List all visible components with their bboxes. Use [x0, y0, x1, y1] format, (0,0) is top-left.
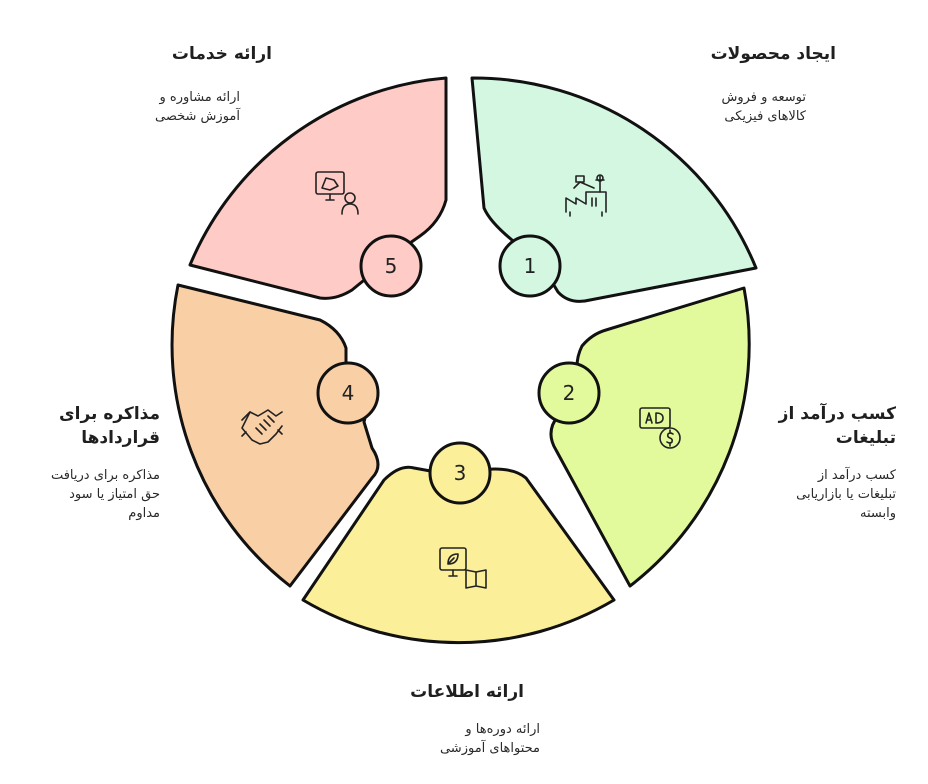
- handshake-icon: [241, 409, 283, 445]
- segment-2-description-line: کسب درآمد از: [817, 468, 896, 483]
- presentation-person-icon: [315, 171, 359, 215]
- segment-4-title-line: قراردادها: [81, 428, 160, 448]
- segment-1-number: 1: [524, 254, 537, 278]
- segment-5-description-line: ارائه مشاوره و: [159, 90, 240, 105]
- segment-4-number: 4: [342, 381, 355, 405]
- segment-5-number: 5: [385, 254, 398, 278]
- segment-3: 3: [301, 441, 616, 645]
- segment-5-description: ارائه مشاوره و آموزش شخصی: [155, 88, 240, 126]
- segment-4-description: مذاکره برای دریافت حق امتیاز یا سود مداو…: [51, 466, 160, 523]
- segment-2-title-line: کسب درآمد از: [778, 404, 896, 424]
- segment-3-description: ارائه دوره‌ها و محتواهای آموزشی: [440, 720, 540, 758]
- segment-1-number-badge: [498, 234, 562, 298]
- segment-5-number-badge: [359, 234, 423, 298]
- factory-robot-arm-icon: [565, 174, 607, 217]
- segment-5-title: ارائه خدمات: [171, 44, 272, 64]
- segment-3-number: 3: [454, 461, 467, 485]
- segment-4-title: مذاکره برای قراردادها: [59, 402, 160, 450]
- segment-2-description-line: تبلیغات یا بازاریابی: [796, 487, 896, 502]
- segment-5-description-line: آموزش شخصی: [155, 109, 240, 124]
- segment-2: 2: [537, 286, 751, 588]
- segment-3-description-line: محتواهای آموزشی: [439, 741, 540, 756]
- segment-4-number-badge: [316, 361, 380, 425]
- segment-2-number: 2: [563, 381, 576, 405]
- segment-2-description-line: وابسته: [860, 506, 896, 521]
- segment-1-title: ایجاد محصولات: [710, 44, 836, 64]
- segment-2-title: کسب درآمد از تبلیغات: [779, 402, 896, 450]
- segment-3-number-badge: [428, 441, 492, 505]
- segment-1-description: توسعه و فروش کالاهای فیزیکی: [721, 88, 806, 126]
- segment-3-description-line: ارائه دوره‌ها و: [465, 722, 540, 737]
- segment-2-title-line: تبلیغات: [835, 428, 896, 448]
- segment-2-description: کسب درآمد از تبلیغات یا بازاریابی وابسته: [796, 466, 896, 523]
- segment-2-number-badge: [537, 361, 601, 425]
- segment-4-title-line: مذاکره برای: [59, 404, 160, 424]
- segment-4-description-line: مذاکره برای دریافت: [50, 468, 160, 483]
- segment-3-title: ارائه اطلاعات: [410, 682, 524, 702]
- monitor-leaf-book-icon: [439, 547, 487, 589]
- segment-5: 5: [188, 76, 448, 300]
- segment-1-description-line: کالاهای فیزیکی: [724, 109, 806, 124]
- segment-1: 1: [470, 76, 758, 303]
- segment-1-description-line: توسعه و فروش: [721, 90, 806, 105]
- ad-dollar-icon: [639, 407, 681, 449]
- segment-4: 4: [170, 283, 380, 588]
- segment-2-shape: [549, 286, 751, 588]
- segment-4-description-line: حق امتیاز یا سود: [69, 487, 160, 502]
- segment-4-description-line: مداوم: [128, 506, 160, 521]
